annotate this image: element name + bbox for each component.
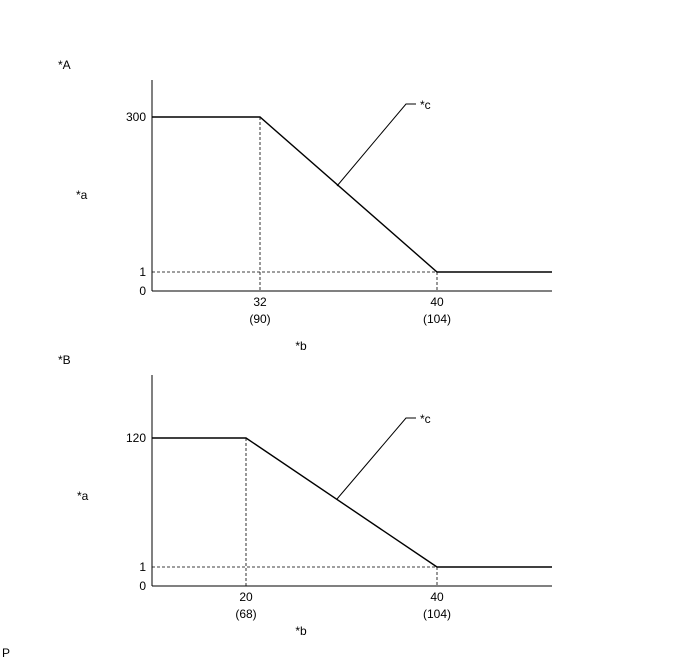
chart-b: *B *c 120 1 0 20 (68) 40 (104) *a *b (58, 353, 552, 638)
y-tick-label: 1 (139, 560, 146, 574)
x-tick-sublabel: (90) (249, 312, 270, 326)
series-leader-line (336, 103, 416, 187)
y-axis-label: *a (76, 188, 88, 202)
chart-a: *A *c 300 1 0 32 (90) 40 (104) *a *b (58, 58, 552, 353)
x-axis-label: *b (295, 339, 307, 353)
y-tick-label: 0 (139, 579, 146, 593)
y-axis-label: *a (77, 489, 89, 503)
panel-label: *A (58, 58, 71, 72)
series-line (152, 437, 552, 568)
x-tick-label: 40 (430, 590, 444, 604)
series-leader-line (336, 417, 416, 500)
x-tick-label: 32 (253, 295, 267, 309)
series-label: *c (420, 412, 431, 426)
y-tick-label: 0 (139, 284, 146, 298)
x-tick-label: 40 (430, 295, 444, 309)
corner-label: P (2, 646, 10, 658)
x-tick-sublabel: (104) (423, 312, 451, 326)
y-tick-label: 120 (126, 431, 146, 445)
y-tick-label: 1 (139, 265, 146, 279)
x-axis-label: *b (295, 624, 307, 638)
x-tick-label: 20 (239, 590, 253, 604)
series-line (152, 116, 552, 273)
series-label: *c (420, 98, 431, 112)
panel-label: *B (58, 353, 71, 367)
x-tick-sublabel: (68) (235, 607, 256, 621)
y-tick-label: 300 (126, 110, 146, 124)
x-tick-sublabel: (104) (423, 607, 451, 621)
